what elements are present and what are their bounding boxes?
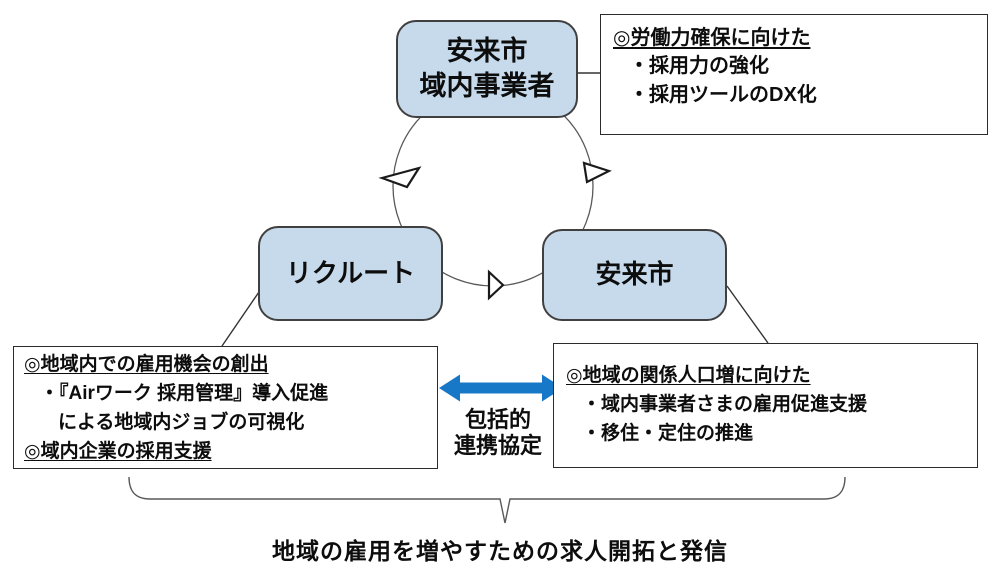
annotation-labor-force: ◎労働力確保に向けた ・採用力の強化 ・採用ツールのDX化 [600,14,988,135]
annotation-item: ・採用ツールのDX化 [629,83,817,106]
node-yasugi-city: 安来市 [542,229,727,321]
annotation-item: による地域内ジョブの可視化 [58,411,305,433]
annotation-item: ・『Airワーク 採用管理』導入促進 [40,382,329,404]
partnership-line1: 包括的 [464,407,531,432]
annotation-employment-creation: ◎地域内での雇用機会の創出 ・『Airワーク 採用管理』導入促進 による地域内ジ… [13,346,438,469]
cycle-arrowhead-right-icon [582,161,612,184]
node-label: 安来市 [595,259,674,290]
node-yasugi-businesses: 安来市 域内事業者 [396,20,578,118]
node-label-line2: 域内事業者 [419,71,555,101]
node-label: リクルート [285,257,416,288]
partnership-line2: 連携協定 [453,433,542,459]
annotation-related-population: ◎地域の関係人口増に向けた ・域内事業者さまの雇用促進支援 ・移住・定住の推進 [553,343,978,468]
annotation-heading: ◎労働力確保に向けた [613,27,811,49]
annotation-heading: ◎地域の関係人口増に向けた [566,365,811,386]
connector-bottom-right [726,285,769,344]
node-recruit: リクルート [258,226,443,321]
partnership-agreement-label: 包括的 連携協定 [428,407,568,460]
annotation-item: ・移住・定住の推進 [582,422,754,444]
diagram-caption: 地域の雇用を増やすための求人開拓と発信 [272,538,728,564]
cycle-arrowhead-bottom-icon [487,269,505,301]
annotation-item: ・域内事業者さまの雇用促進支援 [582,393,868,415]
annotation-heading: ◎域内企業の採用支援 [24,440,212,462]
bottom-brace [128,476,846,524]
double-arrow-icon [439,374,563,402]
cycle-arrowhead-left-icon [378,166,422,189]
annotation-heading: ◎地域内での雇用機会の創出 [24,354,269,375]
annotation-item: ・採用力の強化 [629,55,769,78]
connector-bottom-left [221,288,262,347]
node-label-line1: 安来市 [446,35,528,66]
